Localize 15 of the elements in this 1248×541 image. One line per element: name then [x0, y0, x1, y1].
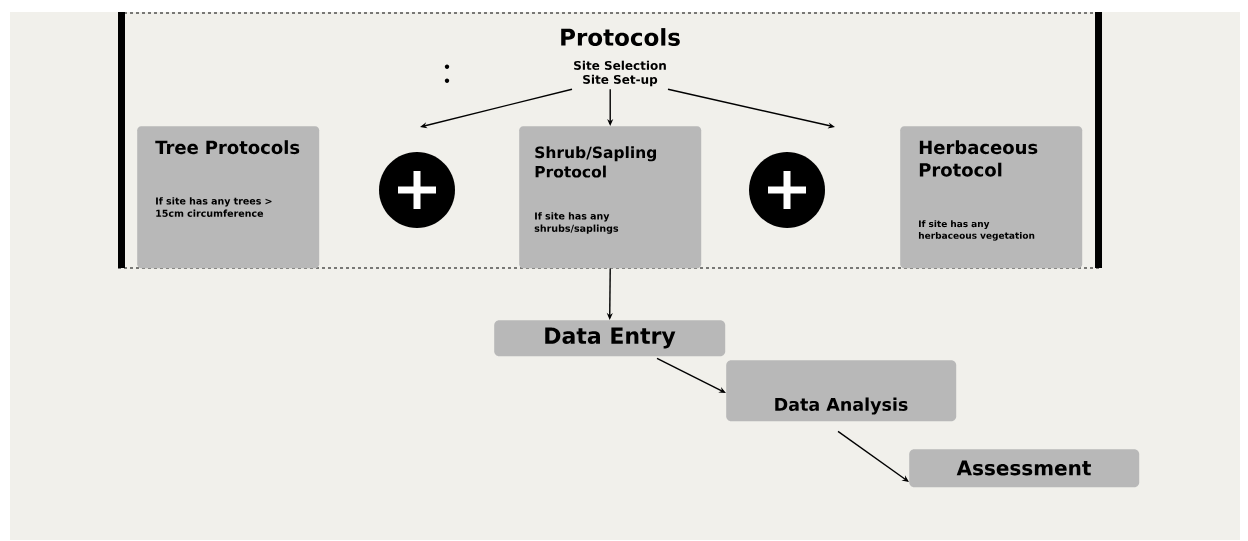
process-box: Data Analysis [726, 360, 957, 422]
arrow [420, 88, 573, 129]
process-box: Data Entry [494, 320, 726, 357]
arrow [656, 357, 726, 393]
protocol-box: Herbaceous Protocol If site has any herbaceous vegetation [900, 126, 1083, 269]
node-label: Site Selection [574, 60, 666, 70]
process-box: Assessment [909, 449, 1140, 488]
node-label: Protocols [561, 28, 680, 46]
protocol-box: Tree Protocols If site has any trees > 15cm circumference [137, 126, 320, 269]
protocol-box: Shrub/Sapling Protocol If site has any shrubs/saplings [519, 126, 702, 269]
bullet-list: Site Selection Site Set-up [444, 60, 666, 87]
plus-circle [749, 152, 825, 228]
plus-circle [379, 152, 455, 228]
arrow [837, 430, 909, 482]
node-label: Site Set-up [583, 74, 658, 87]
